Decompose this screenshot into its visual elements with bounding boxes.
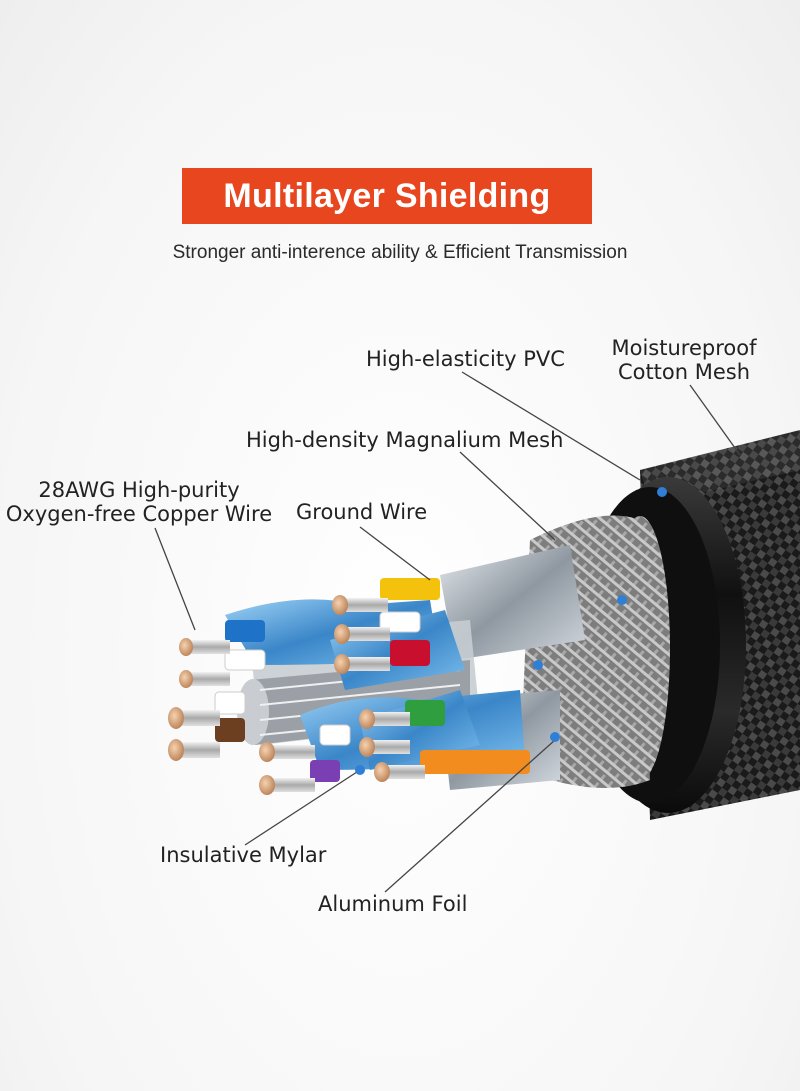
leader-lines — [154, 371, 741, 893]
copper-conductors — [168, 595, 425, 795]
label-mylar: Insulative Mylar — [160, 843, 327, 867]
title-banner: Multilayer Shielding — [182, 168, 592, 224]
label-magnalium: High-density Magnalium Mesh — [246, 428, 564, 452]
label-copper-line1: 28AWG High-purity — [38, 478, 240, 502]
dot-mylar — [355, 765, 365, 775]
label-cotton-line1: Moistureproof — [611, 336, 757, 360]
leader-copper — [154, 527, 196, 631]
pointer-dots — [355, 487, 667, 775]
leader-pvc — [461, 371, 641, 481]
leader-mylar — [244, 769, 361, 846]
dot-pvc — [657, 487, 667, 497]
dot-braid — [533, 660, 543, 670]
label-ground-wire: Ground Wire — [296, 500, 428, 524]
label-cotton-mesh: Moistureproof Cotton Mesh — [604, 336, 764, 384]
banner-title: Multilayer Shielding — [223, 176, 551, 215]
label-aluminum-foil: Aluminum Foil — [318, 892, 468, 916]
label-pvc: High-elasticity PVC — [366, 347, 565, 371]
label-copper-line2: Oxygen-free Copper Wire — [5, 502, 273, 526]
subtitle: Stronger anti-interence ability & Effici… — [172, 242, 628, 263]
dot-foil — [550, 732, 560, 742]
leader-cotton — [689, 384, 741, 456]
leader-foil — [384, 739, 556, 893]
label-cotton-line2: Cotton Mesh — [617, 360, 751, 384]
leader-magnalium — [459, 451, 556, 541]
label-copper-wire: 28AWG High-purity Oxygen-free Copper Wir… — [4, 478, 274, 526]
dot-magnalium — [617, 595, 627, 605]
insulated-conductors — [214, 578, 530, 782]
leader-ground — [359, 526, 431, 581]
